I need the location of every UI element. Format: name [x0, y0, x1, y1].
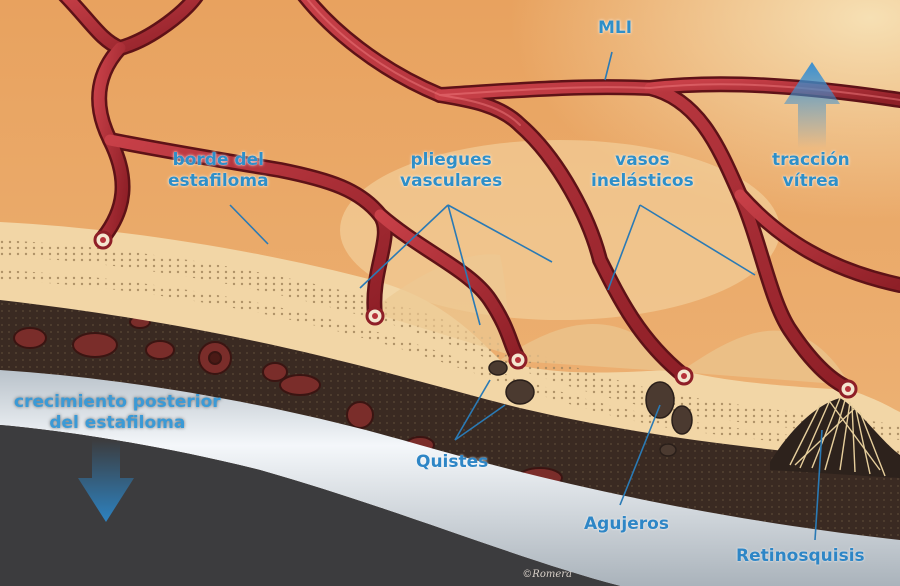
label-quistes: Quistes: [416, 452, 489, 472]
label-mli: MLI: [598, 18, 633, 38]
label-borde-estafiloma: borde del estafiloma: [168, 150, 269, 191]
arrow-down-icon: [78, 440, 134, 522]
label-pliegues-vasculares: pliegues vasculares: [400, 150, 503, 191]
pointer-lines: [229, 51, 823, 541]
label-crecimiento-posterior: crecimiento posterior del estafiloma: [14, 392, 221, 433]
label-traccion-vitrea: tracción vítrea: [772, 150, 850, 191]
credit-text: ©Romera: [522, 569, 572, 580]
retinal-vessels: [58, 0, 900, 396]
label-vasos-inelasticos: vasos inelásticos: [591, 150, 694, 191]
sclera: [0, 370, 900, 586]
cysts: [488, 360, 693, 457]
retinoschisis: [770, 397, 900, 478]
label-retinosquisis: Retinosquisis: [736, 546, 865, 566]
label-agujeros: Agujeros: [584, 514, 669, 534]
arrow-up-icon: [784, 62, 840, 148]
